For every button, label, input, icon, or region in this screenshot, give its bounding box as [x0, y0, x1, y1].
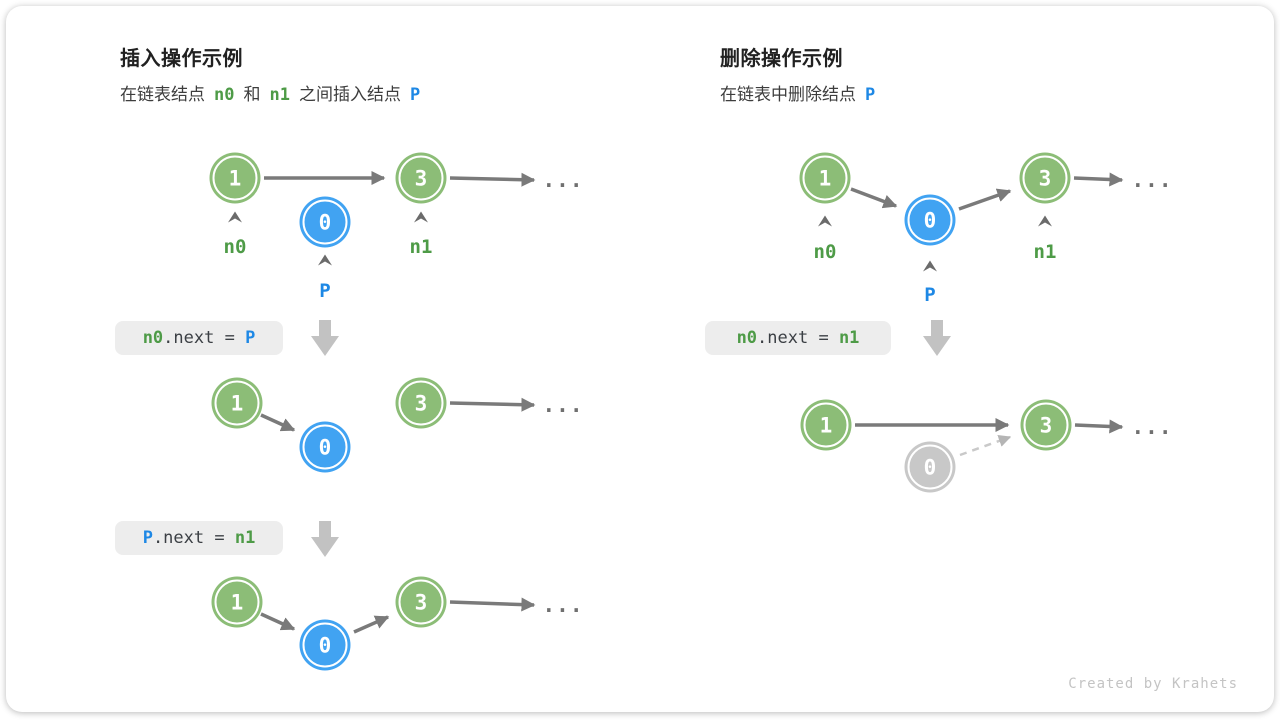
insert-subtitle: 在链表结点 n0 和 n1 之间插入结点 P	[120, 80, 420, 105]
down-arrow-icon	[311, 320, 339, 356]
delete-subtitle-text-1: 在链表中删除结点	[720, 85, 856, 104]
insert3-ellipsis: ...	[542, 592, 584, 617]
arrow-insert3-n0-p	[260, 612, 296, 631]
delete-title: 删除操作示例	[720, 48, 843, 70]
code-token-n0: n0	[142, 328, 164, 348]
arrow-delete2-p-n1-dashed	[959, 434, 1012, 457]
delete2-ellipsis: ...	[1131, 414, 1173, 439]
node-value: 3	[1039, 413, 1053, 437]
node-value: 3	[1038, 166, 1052, 190]
node-value: 0	[923, 455, 937, 479]
code-token-n1: n1	[234, 528, 256, 548]
insert-subtitle-p: P	[409, 85, 421, 105]
arrow-insert2-n1-rest	[449, 397, 536, 412]
insert1-node-0: 0	[302, 199, 348, 245]
insert1-ellipsis: ...	[542, 167, 584, 192]
node-value: 0	[318, 633, 332, 657]
node-value: 1	[819, 413, 833, 437]
code-token-next: .next =	[163, 328, 246, 348]
node-value: 1	[818, 166, 832, 190]
delete1-node-3: 3	[1022, 155, 1068, 201]
caret-up-icon	[1038, 215, 1052, 227]
code-token-p: P	[245, 328, 256, 348]
node-value: 1	[230, 391, 244, 415]
arrow-insert1-n1-rest	[449, 172, 536, 187]
caret-up-icon	[414, 211, 428, 223]
delete1-label-p: P	[924, 284, 936, 306]
delete2-node-3: 3	[1023, 402, 1069, 448]
node-value: 1	[230, 590, 244, 614]
insert2-node-0: 0	[302, 424, 348, 470]
code-token-p: P	[142, 528, 153, 548]
insert3-node-1: 1	[214, 579, 260, 625]
code-token-n0: n0	[736, 328, 758, 348]
delete2-node-1: 1	[803, 402, 849, 448]
arrow-insert3-p-n1	[353, 615, 390, 634]
insert1-label-p: P	[319, 280, 331, 302]
arrow-delete2-n1-rest	[1074, 419, 1124, 434]
delete1-label-n1: n1	[1033, 241, 1057, 263]
down-arrow-icon	[923, 320, 951, 356]
arrow-insert3-n1-rest	[449, 597, 536, 612]
arrow-insert2-n0-p	[260, 413, 296, 432]
down-arrow-icon	[311, 521, 339, 557]
delete-subtitle-p: P	[865, 85, 876, 105]
delete1-ellipsis: ...	[1131, 167, 1173, 192]
insert2-node-3: 3	[398, 380, 444, 426]
caret-up-icon	[818, 215, 832, 227]
node-value: 3	[414, 590, 428, 614]
code-token-next: .next =	[152, 528, 235, 548]
insert-subtitle-text-2: 和	[243, 85, 261, 104]
arrow-delete1-n0-p	[850, 187, 898, 209]
insert3-node-3: 3	[398, 579, 444, 625]
insert-code-1: n0.next = P	[115, 321, 283, 355]
node-value: 0	[923, 208, 937, 232]
delete-code-1: n0.next = n1	[705, 321, 891, 355]
arrow-delete1-p-n1	[958, 188, 1012, 211]
insert-subtitle-n0: n0	[214, 85, 235, 105]
node-value: 0	[318, 210, 332, 234]
insert1-node-3: 3	[398, 155, 444, 201]
delete1-node-1: 1	[802, 155, 848, 201]
watermark: Created by Krahets	[1068, 676, 1238, 692]
insert-title: 插入操作示例	[120, 48, 243, 70]
insert-subtitle-text-3: 之间插入结点	[298, 85, 401, 104]
insert-subtitle-n1: n1	[269, 85, 290, 105]
node-value: 3	[414, 391, 428, 415]
insert-code-2: P.next = n1	[115, 521, 283, 555]
insert3-node-0: 0	[302, 622, 348, 668]
delete1-node-0: 0	[907, 197, 953, 243]
insert-subtitle-text-1: 在链表结点	[120, 85, 205, 104]
delete2-node-0-removed: 0	[907, 444, 953, 490]
node-value: 0	[318, 435, 332, 459]
insert2-node-1: 1	[214, 380, 260, 426]
insert1-node-1: 1	[212, 155, 258, 201]
delete1-label-n0: n0	[813, 241, 837, 263]
caret-up-icon	[228, 211, 242, 223]
code-token-next: .next =	[757, 328, 839, 348]
delete-subtitle: 在链表中删除结点 P	[720, 80, 875, 105]
insert1-label-n1: n1	[409, 236, 433, 258]
insert1-label-n0: n0	[223, 236, 247, 258]
code-token-n1: n1	[838, 328, 860, 348]
caret-up-icon	[318, 254, 332, 266]
arrow-delete1-n1-rest	[1073, 172, 1124, 187]
node-value: 1	[228, 166, 242, 190]
caret-up-icon	[923, 260, 937, 272]
insert2-ellipsis: ...	[542, 392, 584, 417]
node-value: 3	[414, 166, 428, 190]
